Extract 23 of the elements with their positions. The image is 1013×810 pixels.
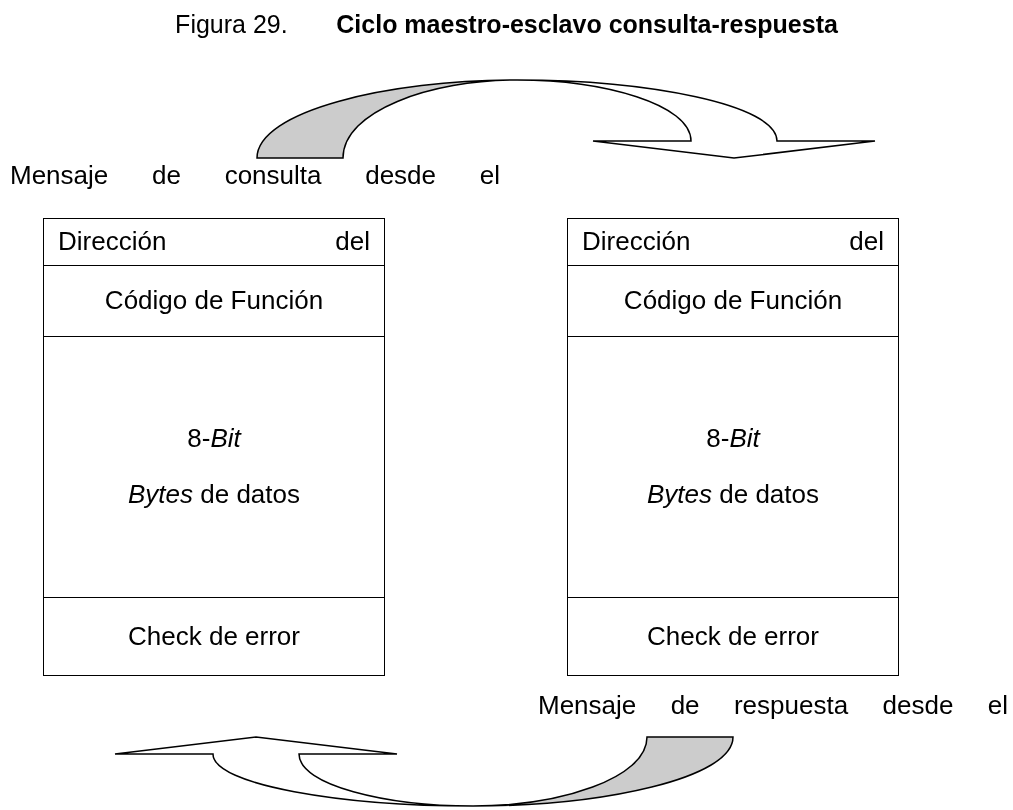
field-text: Bytes de datos (127, 478, 301, 511)
field-text: 8-Bit (186, 422, 243, 456)
message-heading: Mensaje de consulta desde el (10, 160, 500, 191)
field-text: Código de Función (622, 284, 844, 318)
field-text: Bytes de datos (646, 478, 820, 511)
message-heading: Mensaje de respuesta desde el (538, 690, 1008, 721)
field-text: Dirección del (581, 225, 885, 259)
field-text: Check de error (127, 619, 301, 653)
figure-title: Figura 29. Ciclo maestro-esclavo consulta-respuesta (174, 10, 839, 39)
curved-arrow (256, 79, 876, 159)
message-field (567, 218, 899, 266)
field-text: Dirección del (57, 225, 371, 259)
field-text: Código de Función (103, 284, 325, 318)
message-field (567, 597, 899, 676)
message-field (43, 218, 385, 266)
message-field (43, 336, 385, 598)
curved-arrow (114, 736, 734, 807)
message-field (43, 265, 385, 337)
field-text: Check de error (646, 619, 820, 653)
message-field (43, 597, 385, 676)
message-field (567, 265, 899, 337)
message-field (567, 336, 899, 598)
field-text: 8-Bit (705, 422, 762, 456)
